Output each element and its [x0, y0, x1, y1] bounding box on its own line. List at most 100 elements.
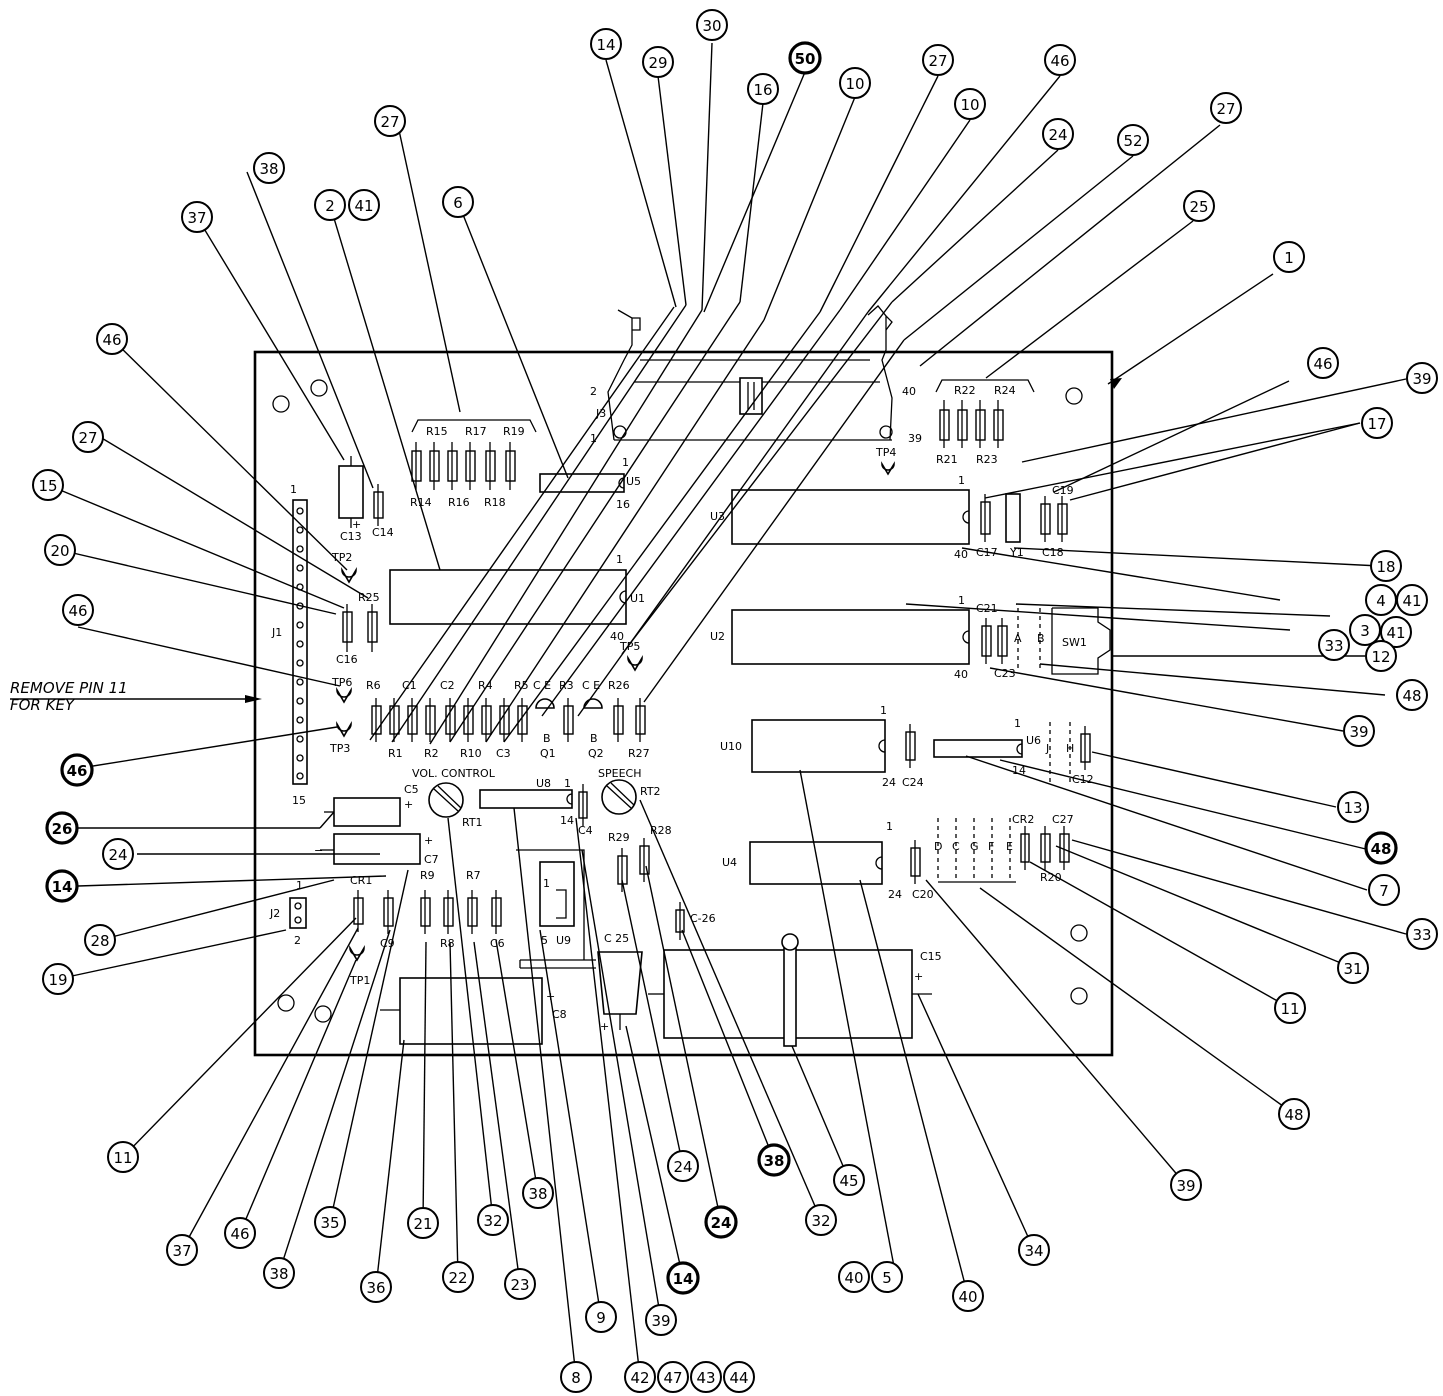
callout-7: 7: [1368, 874, 1400, 906]
callout-number: 40: [844, 1269, 863, 1287]
callout-number: 46: [68, 602, 87, 620]
callout-number: 28: [90, 932, 109, 950]
callout-number: 40: [958, 1288, 977, 1306]
callout-number: 13: [1343, 799, 1362, 817]
callout-circle: [1318, 629, 1350, 661]
callout-number: 24: [711, 1214, 732, 1232]
callout-circle: [348, 189, 380, 221]
r2-label: R2: [424, 747, 439, 760]
callout-number: 48: [1402, 687, 1421, 705]
callout-number: 46: [230, 1225, 249, 1243]
callout-40: 40: [952, 1280, 984, 1312]
callout-circle: [1274, 992, 1306, 1024]
callout-number: 32: [483, 1212, 502, 1230]
callout-45: 45: [833, 1164, 865, 1196]
callout-number: 22: [448, 1269, 467, 1287]
callout-circle: [32, 469, 64, 501]
callout-circle: [84, 924, 116, 956]
callout-30: 30: [696, 9, 728, 41]
callout-number: 31: [1343, 960, 1362, 978]
ic-u8: U8 1 14 C4: [479, 777, 593, 837]
callout-number: 6: [453, 194, 463, 212]
callout-32: 32: [477, 1204, 509, 1236]
q2-label: Q2: [588, 747, 604, 760]
callout-number: 17: [1367, 415, 1386, 433]
callout-number: 48: [1284, 1106, 1303, 1124]
callout-circle: [360, 1271, 392, 1303]
callout-number: 27: [380, 113, 399, 131]
callout-circle: [314, 189, 346, 221]
callout-12: 12: [1365, 640, 1397, 672]
callout-circle: [696, 9, 728, 41]
callout-circle: [624, 1361, 656, 1393]
jumper-a-label: A: [1014, 632, 1022, 645]
u2-pin-label: 1: [958, 594, 965, 607]
callout-circle: [1406, 362, 1438, 394]
callout-number: 14: [673, 1270, 694, 1288]
callout-circle: [522, 1177, 554, 1209]
callout-number: 9: [596, 1309, 606, 1327]
callout-34: 34: [1018, 1234, 1050, 1266]
u5-label: U5: [626, 475, 641, 488]
callout-circle: [1117, 124, 1149, 156]
test-point-tp2: [341, 567, 357, 584]
callout-39: 39: [1343, 715, 1375, 747]
callout-42: 42: [624, 1361, 656, 1393]
callout-circle: [805, 1204, 837, 1236]
callout-39: 39: [1406, 362, 1438, 394]
callout-14: 14: [666, 1261, 700, 1295]
callout-number: 34: [1024, 1242, 1043, 1260]
callout-number: 43: [696, 1369, 715, 1387]
callout-circle: [1183, 190, 1215, 222]
callout-number: 33: [1412, 926, 1431, 944]
callout-19: 19: [42, 963, 74, 995]
u6-pin-label: 1: [1014, 717, 1021, 730]
callout-48: 48: [1396, 679, 1428, 711]
callout-number: 37: [187, 209, 206, 227]
callout-number: 33: [1324, 637, 1343, 655]
callout-27: 27: [922, 44, 954, 76]
callout-38: 38: [522, 1177, 554, 1209]
callout-circle: [657, 1361, 689, 1393]
callout-number: 3: [1360, 622, 1370, 640]
c15-label: C15: [920, 950, 942, 963]
callout-27: 27: [1210, 92, 1242, 124]
u8-pin-label: 1: [564, 777, 571, 790]
callout-37: 37: [166, 1234, 198, 1266]
c26-label: C-26: [690, 912, 716, 925]
resistor-bank-r14-r19: R15 R17 R19 R14 R16 R18: [410, 419, 537, 509]
callout-circle: [166, 1234, 198, 1266]
callout-number: 47: [663, 1369, 682, 1387]
callout-number: 18: [1376, 558, 1395, 576]
callout-21: 21: [407, 1207, 439, 1239]
j1-pin-label: 15: [292, 794, 306, 807]
jumper-d-label: D: [934, 840, 942, 853]
key-note: REMOVE PIN 11 FOR KEY: [10, 679, 262, 714]
callout-number: 8: [571, 1369, 581, 1387]
c2-label: C2: [440, 679, 455, 692]
callout-circle: [442, 1261, 474, 1293]
j2-pin-label: 2: [294, 934, 301, 947]
callout-4: 4: [1365, 584, 1397, 616]
resistor-bank-r21-r24: R22 R24 R21 R23: [935, 379, 1035, 466]
callout-25: 25: [1183, 190, 1215, 222]
callout-circle: [1170, 1169, 1202, 1201]
test-point-tp1: [349, 945, 365, 962]
callout-43: 43: [690, 1361, 722, 1393]
capacitors-c13-c14: + C13 C14: [338, 456, 394, 543]
callout-number: 7: [1379, 882, 1389, 900]
test-point-tp3: [336, 721, 352, 738]
q1-base-label: B: [543, 732, 551, 745]
note-line-2: FOR KEY: [10, 696, 76, 714]
u1-pin-label: 40: [610, 630, 624, 643]
callout-number: 38: [269, 1265, 288, 1283]
callout-circle: [667, 1150, 699, 1182]
r10-label: R10: [460, 747, 482, 760]
r22-label: R22: [954, 384, 976, 397]
callout-circle: [374, 105, 406, 137]
callout-36: 36: [360, 1271, 392, 1303]
polarity-mark: +: [404, 798, 413, 811]
mount-hole: [277, 994, 295, 1012]
callout-44: 44: [723, 1361, 755, 1393]
callout-14: 14: [590, 28, 622, 60]
